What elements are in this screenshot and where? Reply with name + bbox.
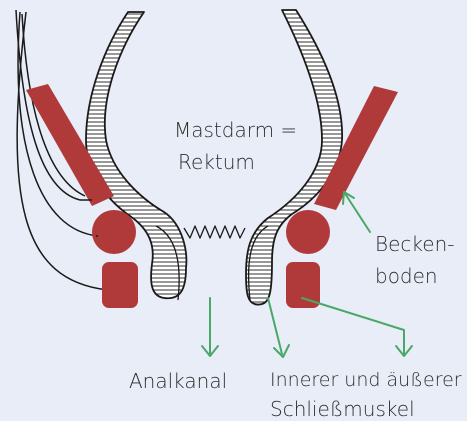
internal-sphincter-left	[92, 210, 136, 254]
label-anal-canal: Analkanal	[129, 371, 227, 391]
external-sphincter-left	[102, 262, 138, 308]
label-sphincter-line1: Innerer und äußerer	[270, 371, 462, 390]
arrow-inner-sphincter-line	[268, 298, 282, 354]
label-pelvic-floor-line2: boden	[375, 266, 438, 286]
label-pelvic-floor-line1: Becken-	[375, 234, 454, 254]
label-sphincter-line2: Schließmuskel	[270, 399, 415, 419]
internal-sphincter-right	[286, 210, 330, 254]
arrow-pelvic-floor-line	[344, 192, 370, 232]
dentate-line	[184, 226, 245, 238]
label-rectum-line2: Rektum	[178, 152, 255, 172]
label-rectum-line1: Mastdarm =	[174, 120, 297, 140]
rectum-wall-right	[246, 10, 342, 305]
rectum-wall-left	[86, 12, 186, 298]
